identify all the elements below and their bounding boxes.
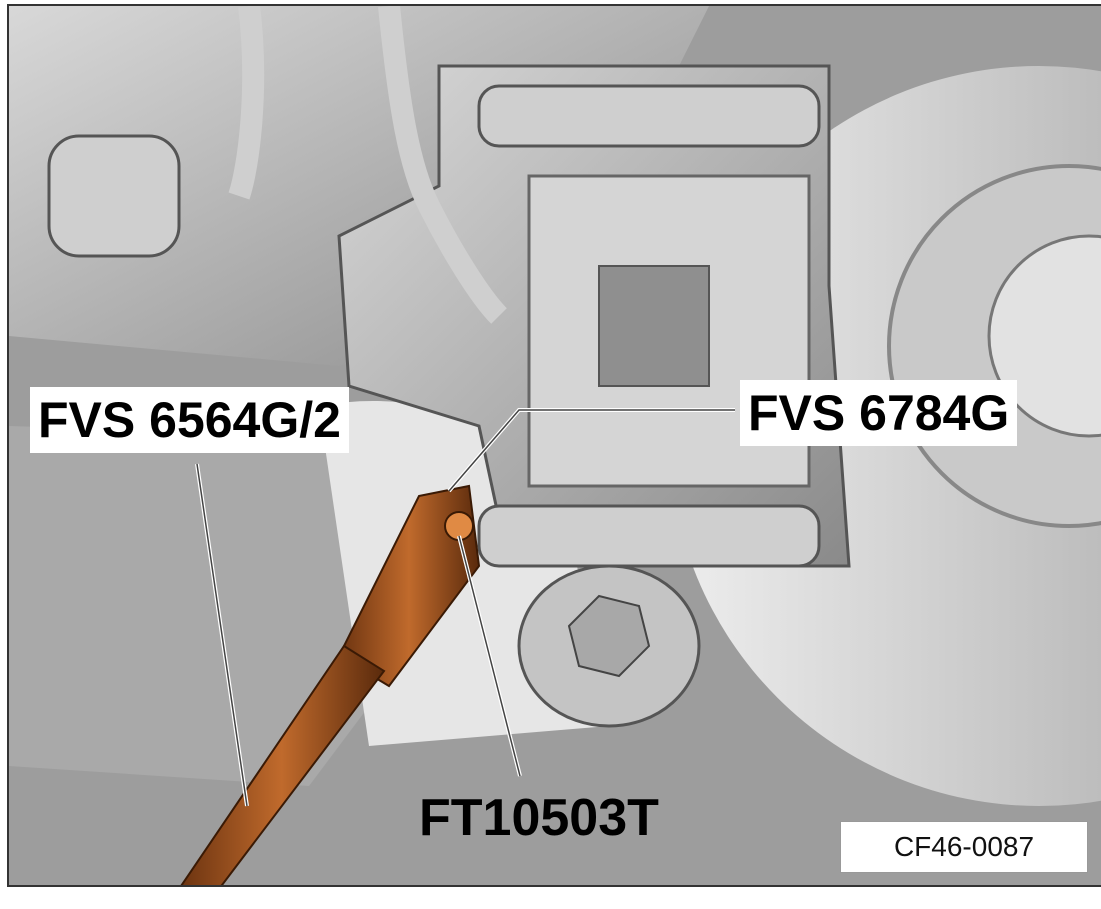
leader-line-bottom <box>458 535 521 777</box>
leader-line-right <box>448 409 735 492</box>
callout-ft10503t: FT10503T <box>419 789 659 847</box>
figure-id: CF46-0087 <box>840 821 1088 873</box>
brake-hose <box>228 6 508 324</box>
callout-fvs-6564g-2: FVS 6564G/2 <box>30 387 349 453</box>
leader-line-left <box>196 463 248 807</box>
caliper-guide-pin <box>477 504 821 568</box>
tool-extension-bar <box>180 644 386 885</box>
knuckle <box>9 426 369 786</box>
sensor-connector <box>47 134 181 258</box>
brake-caliper-illustration <box>9 6 1101 885</box>
illustration-frame: FVS 6564G/2 FVS 6784G FT10503T CF46-0087 <box>7 4 1101 887</box>
tool-socket <box>337 484 481 688</box>
callout-fvs-6784g: FVS 6784G <box>740 380 1018 446</box>
